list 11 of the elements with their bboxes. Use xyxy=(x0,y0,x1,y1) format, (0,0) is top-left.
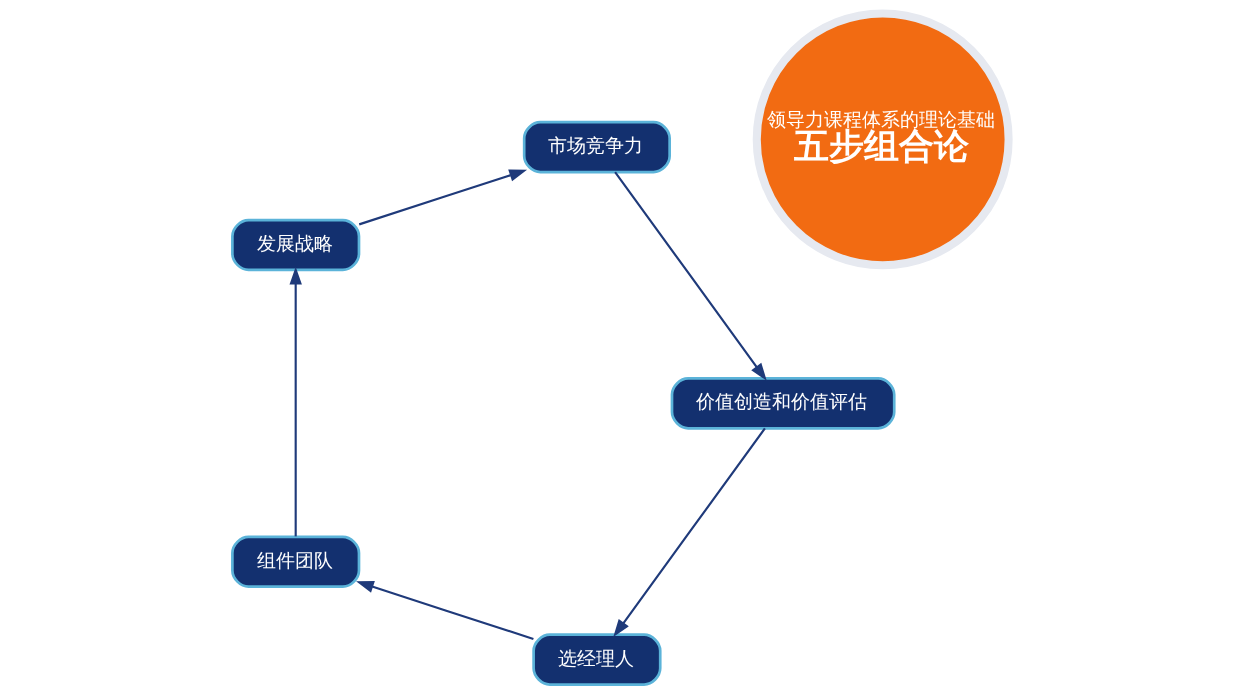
node-box: 组件团队 xyxy=(230,535,360,588)
node-circle: 领导力课程体系的理论基础 五步组合论 xyxy=(752,9,1013,270)
arrow xyxy=(612,427,766,638)
arrow xyxy=(355,580,534,640)
node-box: 市场竞争力 xyxy=(522,120,671,174)
node-box: 选经理人 xyxy=(531,633,662,686)
arrow xyxy=(358,169,527,226)
node-box: 价值创造和价值评估 xyxy=(670,377,896,430)
arrow xyxy=(288,266,302,537)
node-box: 发展战略 xyxy=(230,218,360,272)
arrow xyxy=(613,171,767,381)
